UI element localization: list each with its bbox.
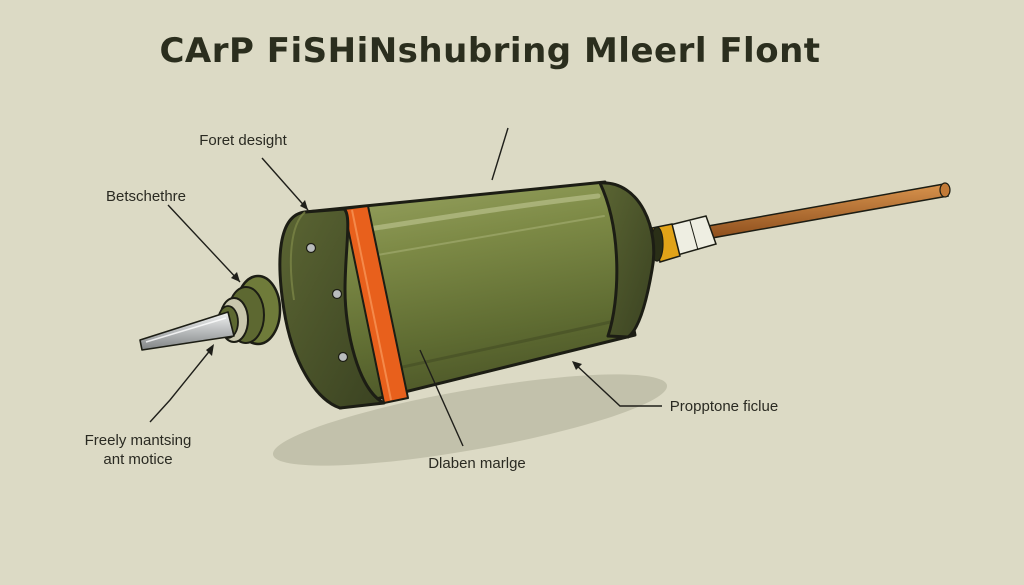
- orange-band: [343, 205, 409, 404]
- arrowhead: [231, 272, 240, 282]
- arrowhead: [572, 361, 582, 370]
- front-collar: [217, 274, 282, 346]
- leader-top: [491, 127, 509, 181]
- diagram-title: CArP FiSHiNshubring Mleerl Flont: [159, 31, 820, 71]
- label-freely-line2: ant motice: [103, 451, 172, 468]
- front-cap: [278, 207, 386, 410]
- rear-cap: [598, 181, 656, 339]
- antenna-rod: [707, 182, 951, 239]
- label-dlaben-marlge: Dlaben marlge: [428, 455, 526, 472]
- leader-dlaben: [419, 349, 464, 447]
- leader-lines: [149, 127, 662, 447]
- rear-collar: [650, 215, 717, 263]
- arrowhead: [300, 200, 308, 210]
- leader-freely: [149, 347, 213, 423]
- steel-tip: [139, 311, 235, 351]
- rivet: [337, 351, 349, 363]
- rivet: [331, 288, 343, 300]
- label-foret-design: Foret desight: [199, 132, 287, 149]
- leader-betschethre: [167, 204, 241, 283]
- rivet: [305, 242, 317, 254]
- label-freely-line1: Freely mantsing: [85, 432, 192, 449]
- arrowhead: [206, 344, 214, 356]
- label-propptone: Propptone ficlue: [670, 398, 778, 415]
- float-shadow: [272, 374, 668, 466]
- leader-foret-design: [261, 157, 309, 211]
- label-betschethre: Betschethre: [106, 188, 186, 205]
- leader-propptone: [573, 362, 662, 407]
